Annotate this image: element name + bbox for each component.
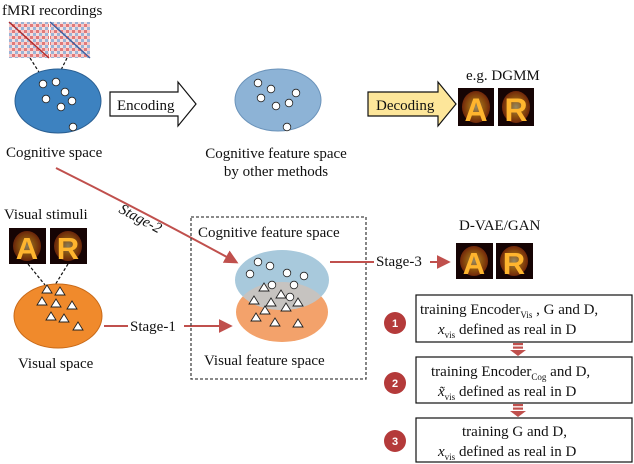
cognitive-space-ellipse xyxy=(14,68,102,134)
step-3-var: x xyxy=(437,444,445,460)
other-methods-label-line2: by other methods xyxy=(224,164,328,180)
dvae-letter-1: A xyxy=(463,246,485,281)
training-step-3-box xyxy=(415,417,633,463)
training-step-3-badge xyxy=(384,430,406,452)
visual-space-label: Visual space xyxy=(18,356,94,372)
visual-feature-space-label: Visual feature space xyxy=(204,353,325,369)
step-1-var: x xyxy=(437,322,445,338)
dgmm-letter-2: R xyxy=(504,92,527,128)
svg-text:x̃vis defined as real in D: x̃vis defined as real in D xyxy=(437,384,577,402)
step-2-line2: defined as real in D xyxy=(455,384,576,400)
training-step-1-number: 1 xyxy=(392,318,398,330)
encoding-label: Encoding xyxy=(117,98,175,114)
training-step-1-box xyxy=(415,294,633,343)
svg-text:xvis defined as real in D: xvis defined as real in D xyxy=(437,322,577,340)
training-step-3-number: 3 xyxy=(392,436,398,448)
step-1-line1-pre: training Encoder xyxy=(420,302,520,318)
dvae-gan-label: D-VAE/GAN xyxy=(459,218,541,234)
dvae-output-image-1: A xyxy=(456,243,493,281)
visual-stimulus-image-1: A xyxy=(9,228,46,266)
training-step-3: 3 training G and D, xvis defined as real… xyxy=(384,417,633,463)
cognitive-space-label: Cognitive space xyxy=(6,145,103,161)
encoding-arrow xyxy=(109,80,197,128)
step-2-line1-pre: training Encoder xyxy=(431,364,531,380)
step-2-var: x̃ xyxy=(437,384,445,400)
decoding-label: Decoding xyxy=(376,98,435,114)
dgmm-label: e.g. DGMM xyxy=(466,68,540,84)
feature-overlap-region xyxy=(236,282,328,310)
svg-text:training EncoderCog and D,: training EncoderCog and D, xyxy=(431,364,590,382)
dgmm-output-image-2: R xyxy=(498,88,534,128)
visual-space-ellipse xyxy=(13,283,103,349)
step-3-line1: training G and D, xyxy=(462,424,567,440)
step-1-line1-sub: Vis xyxy=(520,310,532,320)
feature-space-box xyxy=(190,216,367,380)
step-1-line1-post: , G and D, xyxy=(532,302,598,318)
stimulus-letter-2: R xyxy=(57,231,79,266)
fmri-thumbnail-1 xyxy=(8,21,50,59)
dvae-output-image-2: R xyxy=(496,243,533,281)
stage1-label: Stage-1 xyxy=(130,319,176,335)
stage2-label: Stage-2 xyxy=(116,201,164,237)
training-step-2-number: 2 xyxy=(392,378,398,390)
visual-feature-points xyxy=(248,282,304,328)
step-1-var-sub: vis xyxy=(445,330,456,340)
other-methods-label-line1: Cognitive feature space xyxy=(205,146,347,162)
step-2-line1-sub: Cog xyxy=(531,372,547,382)
other-methods-points xyxy=(253,78,301,132)
training-step-1: 1 training EncoderVis , G and D, xvis de… xyxy=(384,294,633,343)
dvae-letter-2: R xyxy=(503,246,525,281)
svg-text:training EncoderVis , G and D,: training EncoderVis , G and D, xyxy=(420,302,598,320)
step-1-line2: defined as real in D xyxy=(455,322,576,338)
stage2-arrow xyxy=(55,167,239,264)
cognitive-feature-space-label: Cognitive feature space xyxy=(198,225,340,241)
stage3-label: Stage-3 xyxy=(376,254,422,270)
fmri-thumbnail-2 xyxy=(49,21,91,59)
training-step-1-badge xyxy=(384,312,406,334)
training-step-2-box xyxy=(415,356,633,404)
cognitive-feature-points xyxy=(245,257,309,302)
stimuli-connectors xyxy=(27,263,69,286)
svg-text:xvis defined as real in D: xvis defined as real in D xyxy=(437,444,577,462)
step-3-line2: defined as real in D xyxy=(455,444,576,460)
step-2-var-sub: vis xyxy=(445,392,456,402)
decoding-arrow xyxy=(367,80,457,128)
step-arrow-2-3 xyxy=(510,404,526,417)
step-2-line1-post: and D, xyxy=(546,364,590,380)
training-step-2-badge xyxy=(384,372,406,394)
visual-space-points xyxy=(36,284,84,331)
fmri-recordings-label: fMRI recordings xyxy=(2,3,103,19)
visual-stimuli-label: Visual stimuli xyxy=(4,207,88,223)
stimulus-letter-1: A xyxy=(16,231,38,266)
cognitive-space-points xyxy=(38,77,78,132)
other-methods-feature-space-ellipse xyxy=(234,68,322,132)
dgmm-letter-1: A xyxy=(464,92,487,128)
step-arrow-1-2 xyxy=(510,343,526,356)
dgmm-output-image-1: A xyxy=(458,88,494,128)
visual-stimulus-image-2: R xyxy=(50,228,87,266)
step-3-var-sub: vis xyxy=(445,452,456,462)
training-step-2: 2 training EncoderCog and D, x̃vis defin… xyxy=(384,356,633,404)
